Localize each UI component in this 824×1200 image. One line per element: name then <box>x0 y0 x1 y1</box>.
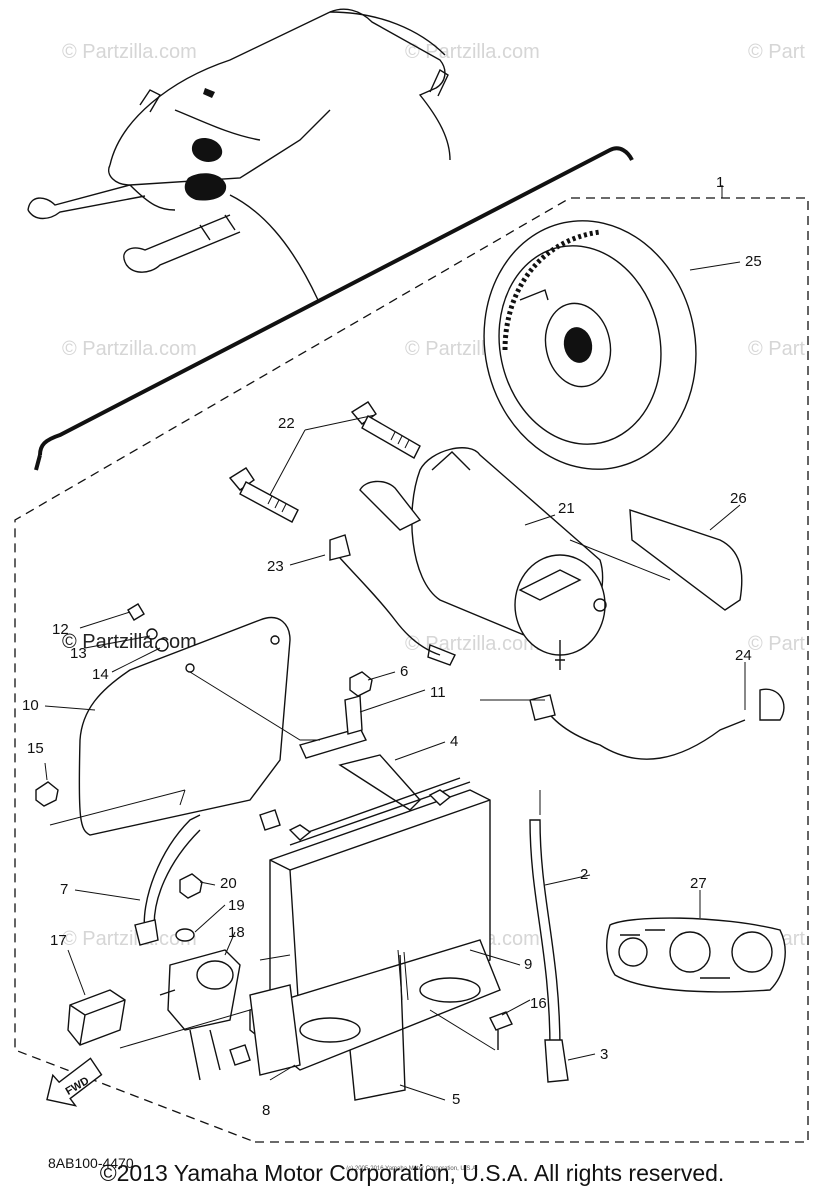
watermark: © Part <box>748 41 805 63</box>
watermark: © Partzilla.com <box>62 928 197 950</box>
watermark: © Part <box>748 633 805 655</box>
battery-cover <box>78 616 291 836</box>
battery-cable <box>539 699 746 760</box>
callout-14: 14 <box>92 666 109 683</box>
callout-25: 25 <box>745 253 762 270</box>
callout-5: 5 <box>452 1091 460 1108</box>
callout-16: 16 <box>530 995 547 1012</box>
callout-8: 8 <box>262 1102 270 1119</box>
tiny-copyright: (c) 2005-2016 Yamaha Motor Corporation, … <box>346 1166 478 1172</box>
starter-relay <box>167 949 241 1031</box>
callout-6: 6 <box>400 663 408 680</box>
callout-22: 22 <box>278 415 295 432</box>
callout-1: 1 <box>716 174 724 191</box>
callout-15: 15 <box>27 740 44 757</box>
copyright-notice: ©2013 Yamaha Motor Corporation, U.S.A. A… <box>99 1160 725 1186</box>
bracket <box>299 727 367 759</box>
battery-strap <box>338 754 421 811</box>
nut <box>35 781 59 807</box>
callout-3: 3 <box>600 1046 608 1063</box>
callout-9: 9 <box>524 956 532 973</box>
rubber-pad <box>629 509 743 611</box>
bolt <box>489 1011 513 1031</box>
callout-26: 26 <box>730 490 747 507</box>
starter-cable <box>329 534 441 656</box>
callout-12: 12 <box>52 621 69 638</box>
snowmobile-sketch <box>27 8 634 471</box>
hold-down-rod <box>349 954 406 1101</box>
diagram-part-code: 8AB100-4470 <box>48 1155 134 1171</box>
callout-4: 4 <box>450 733 458 750</box>
callout-23: 23 <box>267 558 284 575</box>
watermark: © Part <box>748 338 805 360</box>
forward-direction-arrow: FWD <box>46 1057 103 1107</box>
callout-11: 11 <box>430 684 446 701</box>
watermark: © Partzilla.com <box>62 338 197 360</box>
callout-7: 7 <box>60 881 68 898</box>
relay <box>67 989 126 1046</box>
washer <box>175 928 195 942</box>
control-panel <box>606 917 786 993</box>
callout-17: 17 <box>50 932 67 949</box>
watermark: © Partzilla.com <box>405 41 540 63</box>
watermark: © Partzilla.com <box>62 41 197 63</box>
watermarks: © Partzilla.com © Partzilla.com © Part ©… <box>62 41 805 950</box>
battery-tray <box>249 939 501 1071</box>
callout-2: 2 <box>580 866 588 883</box>
callout-10: 10 <box>22 697 39 714</box>
battery-holder <box>249 984 301 1076</box>
callout-18: 18 <box>228 924 245 941</box>
callout-24: 24 <box>735 647 752 664</box>
callout-27: 27 <box>690 875 707 892</box>
callout-13: 13 <box>70 645 87 662</box>
nut <box>179 873 203 899</box>
watermark: © Partzilla.com <box>405 633 540 655</box>
callouts: 1 2 3 4 5 6 7 8 9 10 11 12 13 14 15 16 1… <box>22 174 762 1119</box>
nut <box>349 671 373 697</box>
callout-20: 20 <box>220 875 237 892</box>
starter-motor <box>359 447 607 670</box>
flywheel-ring-gear <box>483 220 697 470</box>
screw <box>127 603 145 621</box>
callout-21: 21 <box>558 500 575 517</box>
leader-lines <box>44 261 746 1101</box>
callout-19: 19 <box>228 897 245 914</box>
